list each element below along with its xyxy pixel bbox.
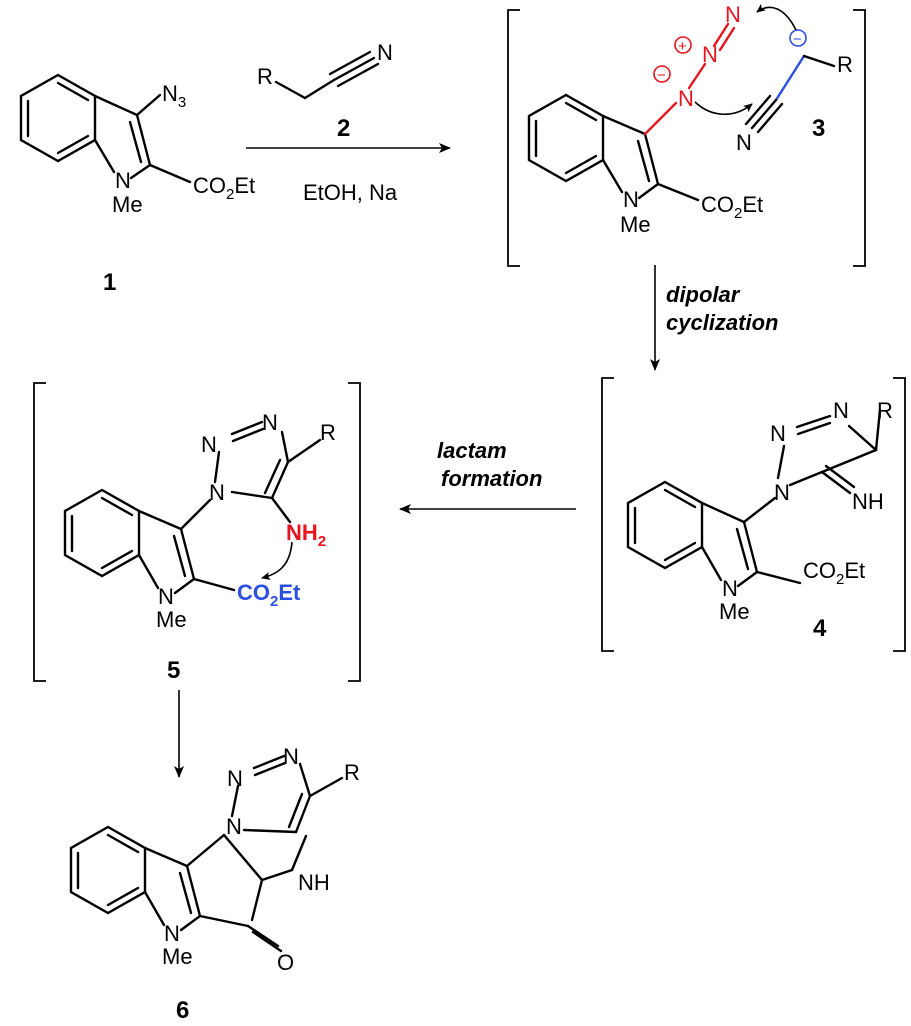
compound-2-r-label: R xyxy=(257,64,273,89)
compound-5-nb-label: N xyxy=(201,432,217,457)
compound-6-nb-label: N xyxy=(227,766,243,791)
compound-5-me-label: Me xyxy=(156,607,187,632)
step-1-conditions: EtOH, Na xyxy=(303,180,398,205)
compound-5-n-label: N xyxy=(158,584,174,609)
compound-3-left-bracket xyxy=(507,9,520,267)
compound-3-me-label: Me xyxy=(620,212,651,237)
compound-1-me-label: Me xyxy=(112,192,143,217)
compound-3-number: 3 xyxy=(812,115,825,142)
compound-5-bonds xyxy=(63,420,322,595)
compound-4-me-label: Me xyxy=(719,599,750,624)
curly-arrow-carbanion-to-azide xyxy=(756,3,797,31)
compound-5-ester-label: CO2Et xyxy=(237,580,301,610)
compound-3-r-label: R xyxy=(837,52,853,77)
compound-3-n2-label: N xyxy=(702,42,718,67)
compound-1: N3 CO2Et N Me 1 xyxy=(19,73,255,296)
compound-3-n-label: N xyxy=(623,187,639,212)
compound-4-bonds xyxy=(626,408,882,588)
compound-6-n-label: N xyxy=(164,921,180,946)
compound-6-me-label: Me xyxy=(162,944,193,969)
compound-3-nitrile-n-label: N xyxy=(736,130,752,155)
compound-6-bonds xyxy=(69,754,344,953)
compound-5-r-label: R xyxy=(320,420,336,445)
step-2-label-line2: cyclization xyxy=(666,310,778,335)
compound-3-minus-charge-blue xyxy=(789,29,807,47)
compound-6-nc-label: N xyxy=(226,814,242,839)
compound-3-plus-charge xyxy=(674,36,692,54)
compound-3-minus-charge-red xyxy=(653,65,671,83)
compound-3-plus-label: + xyxy=(678,38,687,55)
compound-1-number: 1 xyxy=(103,269,116,296)
compound-4-r-label: R xyxy=(877,398,893,423)
compound-4-nb-label: N xyxy=(770,421,786,446)
compound-6: N N N R NH O N Me 6 xyxy=(69,744,360,1024)
compound-6-r-label: R xyxy=(344,760,360,785)
compound-6-nh-label: NH xyxy=(298,870,330,895)
compound-3-right-bracket xyxy=(853,9,866,267)
compound-5-nc-label: N xyxy=(209,480,225,505)
compound-3: N N N + − − R N CO2Et N Me 3 xyxy=(507,2,866,267)
compound-4-ester-label: CO2Et xyxy=(803,558,865,588)
compound-5: N N N R NH2 CO2Et N Me 5 xyxy=(33,382,361,684)
step-2-label-line1: dipolar xyxy=(666,282,741,307)
compound-5-number: 5 xyxy=(167,657,180,684)
compound-3-minus-label-blue: − xyxy=(793,31,802,48)
compound-6-na-label: N xyxy=(283,744,299,769)
step-3-label-line2: formation xyxy=(441,466,542,491)
compound-4-n-label: N xyxy=(722,576,738,601)
compound-4-nh-label: NH xyxy=(852,489,884,514)
compound-3-minus-label-red: − xyxy=(657,67,666,84)
compound-5-na-label: N xyxy=(262,410,278,435)
compound-4-nc-label: N xyxy=(774,480,790,505)
compound-2-number: 2 xyxy=(337,115,350,142)
compound-1-bonds xyxy=(19,73,192,184)
compound-4-na-label: N xyxy=(833,398,849,423)
compound-3-bonds xyxy=(527,22,836,202)
compound-4: N N N R NH CO2Et N Me 4 xyxy=(601,377,906,652)
compound-1-ester-label: CO2Et xyxy=(193,173,255,203)
compound-5-left-bracket xyxy=(33,382,46,682)
curly-arrow-azide-to-nitrile xyxy=(694,101,753,115)
compound-3-n3-label: N xyxy=(725,2,741,27)
compound-1-n3-label: N3 xyxy=(162,81,186,111)
compound-2: R N 2 xyxy=(257,40,393,142)
compound-2-n-label: N xyxy=(377,40,393,65)
step-3-label-line1: lactam xyxy=(437,438,507,463)
compound-6-o-label: O xyxy=(277,950,294,975)
compound-4-number: 4 xyxy=(813,615,827,642)
compound-5-right-bracket xyxy=(348,382,361,682)
compound-1-n-label: N xyxy=(115,168,131,193)
compound-3-ester-label: CO2Et xyxy=(701,192,763,222)
compound-6-number: 6 xyxy=(176,997,189,1024)
compound-4-left-bracket xyxy=(601,377,614,652)
compound-4-right-bracket xyxy=(893,377,906,652)
compound-3-n1-label: N xyxy=(678,86,694,111)
compound-5-nh2-label: NH2 xyxy=(286,520,326,550)
curly-arrow-amine-to-ester xyxy=(261,541,293,580)
